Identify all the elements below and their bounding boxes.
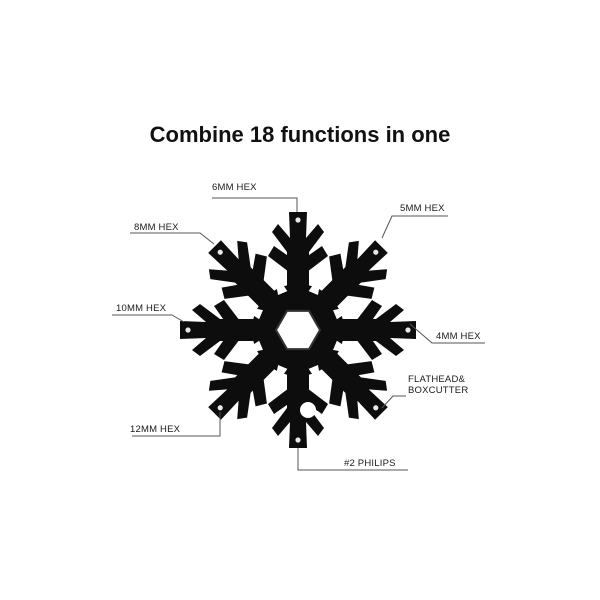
center-hex-hole bbox=[274, 309, 322, 351]
arm-barb-right bbox=[356, 334, 382, 360]
label-5mm-hex: 5MM HEX bbox=[400, 203, 445, 214]
arm-12mm bbox=[208, 343, 285, 420]
arm-flathead bbox=[311, 343, 388, 420]
page-title: Combine 18 functions in one bbox=[149, 122, 451, 147]
arm-gap-0 bbox=[308, 282, 320, 295]
arm-gap-7 bbox=[276, 282, 288, 295]
hex-tip-hole bbox=[405, 327, 411, 333]
gap-notch bbox=[276, 365, 288, 378]
arm-barb-left bbox=[214, 334, 240, 360]
leader-12mm bbox=[132, 412, 221, 437]
gap-notch bbox=[276, 282, 288, 295]
arm-barb-right bbox=[214, 300, 240, 326]
arm-8mm bbox=[208, 240, 285, 317]
arm-barb-left bbox=[251, 377, 267, 407]
arm-barb-left bbox=[356, 300, 382, 326]
arm-barb-right bbox=[302, 246, 328, 272]
leader-10mm bbox=[112, 314, 185, 323]
leader-lines bbox=[112, 197, 485, 471]
arm-body bbox=[311, 240, 388, 317]
arm-gap-6 bbox=[250, 308, 263, 320]
arm-body bbox=[311, 343, 388, 420]
arm-body bbox=[328, 304, 416, 356]
hex-tip-hole bbox=[373, 405, 379, 411]
hex-tip-hole bbox=[185, 327, 191, 333]
arm-barb-left bbox=[221, 283, 251, 299]
arm-philips bbox=[268, 360, 328, 448]
leader-5mm bbox=[381, 215, 448, 239]
leader-flathead bbox=[381, 395, 406, 409]
label-6mm-hex: 6MM HEX bbox=[212, 182, 257, 193]
arm-6mm bbox=[268, 212, 328, 300]
leader-8mm bbox=[130, 232, 215, 245]
leader-philips bbox=[297, 448, 408, 471]
arm-barb-right bbox=[251, 253, 267, 283]
arm-barb-left bbox=[302, 388, 328, 414]
gap-notch bbox=[250, 308, 263, 320]
arm-gap-2 bbox=[333, 340, 346, 352]
arm-barb-left bbox=[268, 246, 294, 272]
hex-tip-hole bbox=[295, 217, 301, 223]
gap-notch bbox=[333, 308, 346, 320]
keyring-hole bbox=[300, 402, 316, 418]
arm-body bbox=[272, 212, 324, 300]
arm-body bbox=[208, 240, 285, 317]
hex-tip-hole bbox=[295, 437, 301, 443]
label-2-philips: #2 PHILIPS bbox=[344, 458, 396, 469]
label-flathead-line1: FLATHEAD& bbox=[408, 374, 466, 385]
arm-barb-left bbox=[345, 361, 375, 377]
leader-6mm bbox=[212, 197, 298, 212]
label-8mm-hex: 8MM HEX bbox=[134, 222, 179, 233]
arm-5mm bbox=[311, 240, 388, 317]
arm-barb-right bbox=[329, 377, 345, 407]
hex-tip-hole bbox=[217, 405, 223, 411]
arm-barb-right bbox=[221, 361, 251, 377]
arm-barb-right bbox=[268, 388, 294, 414]
arm-barb-left bbox=[329, 253, 345, 283]
arm-body bbox=[208, 343, 285, 420]
label-4mm-hex: 4MM HEX bbox=[436, 331, 481, 342]
leader-4mm bbox=[409, 323, 485, 344]
arm-gap-1 bbox=[333, 308, 346, 320]
arm-4mm bbox=[328, 300, 416, 360]
label-flathead-line2: BOXCUTTER bbox=[408, 385, 469, 396]
gap-notch bbox=[308, 282, 320, 295]
hex-tip-hole bbox=[373, 249, 379, 255]
arm-10mm bbox=[180, 300, 268, 360]
arm-body bbox=[180, 304, 268, 356]
gap-notch bbox=[333, 340, 346, 352]
arm-body bbox=[272, 360, 324, 448]
label-12mm-hex: 12MM HEX bbox=[130, 424, 181, 435]
label-10mm-hex: 10MM HEX bbox=[116, 303, 167, 314]
arm-gap-5 bbox=[250, 340, 263, 352]
gap-notch bbox=[308, 365, 320, 378]
arm-barb-right bbox=[345, 283, 375, 299]
snowflake-multitool-icon bbox=[180, 212, 416, 448]
arm-gap-3 bbox=[308, 365, 320, 378]
arm-gap-4 bbox=[276, 365, 288, 378]
gap-notch bbox=[250, 340, 263, 352]
hex-tip-hole bbox=[217, 249, 223, 255]
